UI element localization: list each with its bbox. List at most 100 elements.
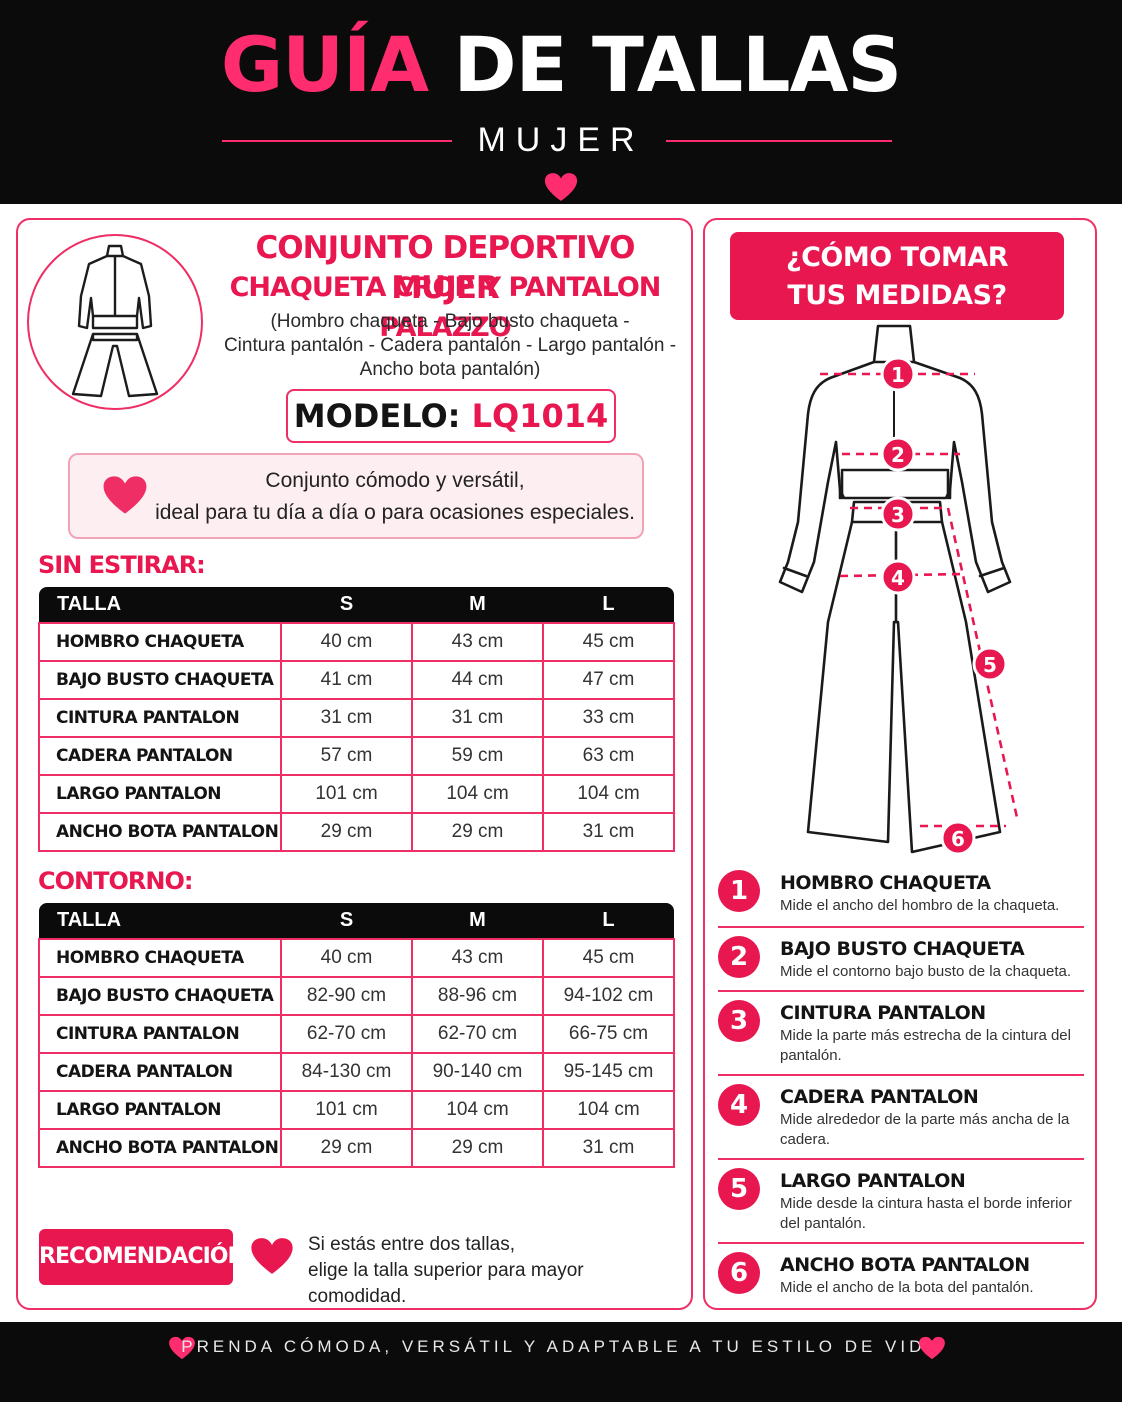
measure-value: 82-90 cm (280, 976, 413, 1016)
measure-value: 62-70 cm (280, 1014, 413, 1054)
heart-icon (251, 1238, 293, 1274)
measure-value: 43 cm (411, 622, 544, 662)
how-to-measure-title: ¿CÓMO TOMAR TUS MEDIDAS? (730, 232, 1064, 320)
measure-value: 57 cm (280, 736, 413, 776)
step-description: Mide desde la cintura hasta el borde inf… (780, 1195, 1072, 1232)
step-title: ANCHO BOTA PANTALON (780, 1254, 1030, 1276)
measure-value: 63 cm (542, 736, 675, 776)
step-title: CADERA PANTALON (780, 1086, 979, 1108)
step-number-badge: 2 (718, 936, 760, 978)
step-description: Mide el contorno bajo busto de la chaque… (780, 963, 1072, 980)
measure-value: 33 cm (542, 698, 675, 738)
measure-label: CINTURA PANTALON (38, 1014, 282, 1054)
measure-label: BAJO BUSTO CHAQUETA (38, 660, 282, 700)
measure-label: LARGO PANTALON (38, 1090, 282, 1130)
recommendation-line: elige la talla superior para mayor comod… (308, 1260, 584, 1307)
product-description-line: (Hombro chaqueta - Bajo busto chaqueta - (270, 311, 630, 332)
measure-value: 90-140 cm (411, 1052, 544, 1092)
measurement-step: 6 ANCHO BOTA PANTALON Mide el ancho de la … (718, 1244, 1084, 1308)
measure-value: 62-70 cm (411, 1014, 544, 1054)
step-number-badge: 6 (718, 1252, 760, 1294)
svg-text:6: 6 (951, 827, 965, 851)
step-description: Mide la parte más estrecha de la cintura… (780, 1027, 1071, 1064)
heart-icon (544, 173, 578, 201)
measure-value: 104 cm (542, 1090, 675, 1130)
size-column-header: TALLA (39, 587, 281, 623)
measure-value: 94-102 cm (542, 976, 675, 1016)
section-title-contour: CONTORNO: (38, 867, 193, 895)
heart-icon (919, 1336, 945, 1360)
measure-value: 40 cm (280, 938, 413, 978)
measurement-illustration: 1 2 3 4 5 6 (778, 324, 1020, 856)
step-title: CINTURA PANTALON (780, 1002, 986, 1024)
size-l-header: L (543, 903, 674, 939)
how-to-measure-panel (703, 218, 1097, 1310)
product-description-line: Ancho bota pantalón) (359, 359, 541, 380)
marker-4: 4 (880, 559, 916, 595)
measure-value: 101 cm (280, 774, 413, 814)
heart-icon (169, 1336, 195, 1360)
page-title-accent: GUÍA (220, 20, 429, 109)
step-description: Mide alrededor de la parte más ancha de … (780, 1111, 1070, 1148)
measure-value: 66-75 cm (542, 1014, 675, 1054)
measure-value: 45 cm (542, 622, 675, 662)
measurement-step: 4 CADERA PANTALON Mide alrededor de la par… (718, 1076, 1084, 1160)
measure-label: CADERA PANTALON (38, 736, 282, 776)
divider-left (222, 140, 452, 142)
page-title: GUÍA DE TALLAS (0, 20, 1122, 110)
size-column-header: TALLA (39, 903, 281, 939)
measure-label: BAJO BUSTO CHAQUETA (38, 976, 282, 1016)
divider-right (666, 140, 892, 142)
step-number-badge: 4 (718, 1084, 760, 1126)
svg-text:3: 3 (891, 503, 905, 527)
product-description-line: Cintura pantalón - Cadera pantalón - Lar… (223, 335, 677, 356)
measure-value: 84-130 cm (280, 1052, 413, 1092)
measure-value: 43 cm (411, 938, 544, 978)
product-title: CONJUNTO DEPORTIVO MUJER (255, 230, 636, 306)
measure-label: ANCHO BOTA PANTALON (38, 1128, 282, 1168)
measurement-markers: 1 2 3 4 5 6 (880, 356, 1008, 856)
svg-text:1: 1 (891, 363, 905, 387)
measure-label: HOMBRO CHAQUETA (38, 622, 282, 662)
measure-label: CADERA PANTALON (38, 1052, 282, 1092)
svg-text:2: 2 (891, 443, 905, 467)
step-title: HOMBRO CHAQUETA (780, 872, 991, 894)
step-title: LARGO PANTALON (780, 1170, 966, 1192)
marker-3: 3 (880, 496, 916, 532)
step-number-badge: 1 (718, 870, 760, 912)
measure-value: 47 cm (542, 660, 675, 700)
size-m-header: M (412, 903, 543, 939)
model-code: LQ1014 (471, 397, 609, 435)
size-s-header: S (281, 587, 412, 623)
step-number-badge: 5 (718, 1168, 760, 1210)
measure-value: 88-96 cm (411, 976, 544, 1016)
header: GUÍA DE TALLAS MUJER (0, 0, 1122, 204)
marker-6: 6 (940, 820, 976, 856)
measure-value: 104 cm (411, 1090, 544, 1130)
page-subtitle: MUJER (477, 121, 645, 159)
step-description: Mide el ancho de la bota del pantalón. (780, 1279, 1034, 1296)
model-code-box: MODELO: LQ1014 (286, 389, 616, 443)
heart-icon (103, 476, 147, 514)
size-s-header: S (281, 903, 412, 939)
product-thumbnail (27, 234, 203, 410)
size-l-header: L (543, 587, 674, 623)
footer: PRENDA CÓMODA, VERSÁTIL Y ADAPTABLE A TU… (0, 1322, 1122, 1402)
measure-value: 104 cm (542, 774, 675, 814)
measure-value: 31 cm (411, 698, 544, 738)
recommendation-badge: RECOMENDACIÓN (39, 1229, 246, 1285)
measurement-step: 5 LARGO PANTALON Mide desde la cintura has… (718, 1160, 1084, 1244)
